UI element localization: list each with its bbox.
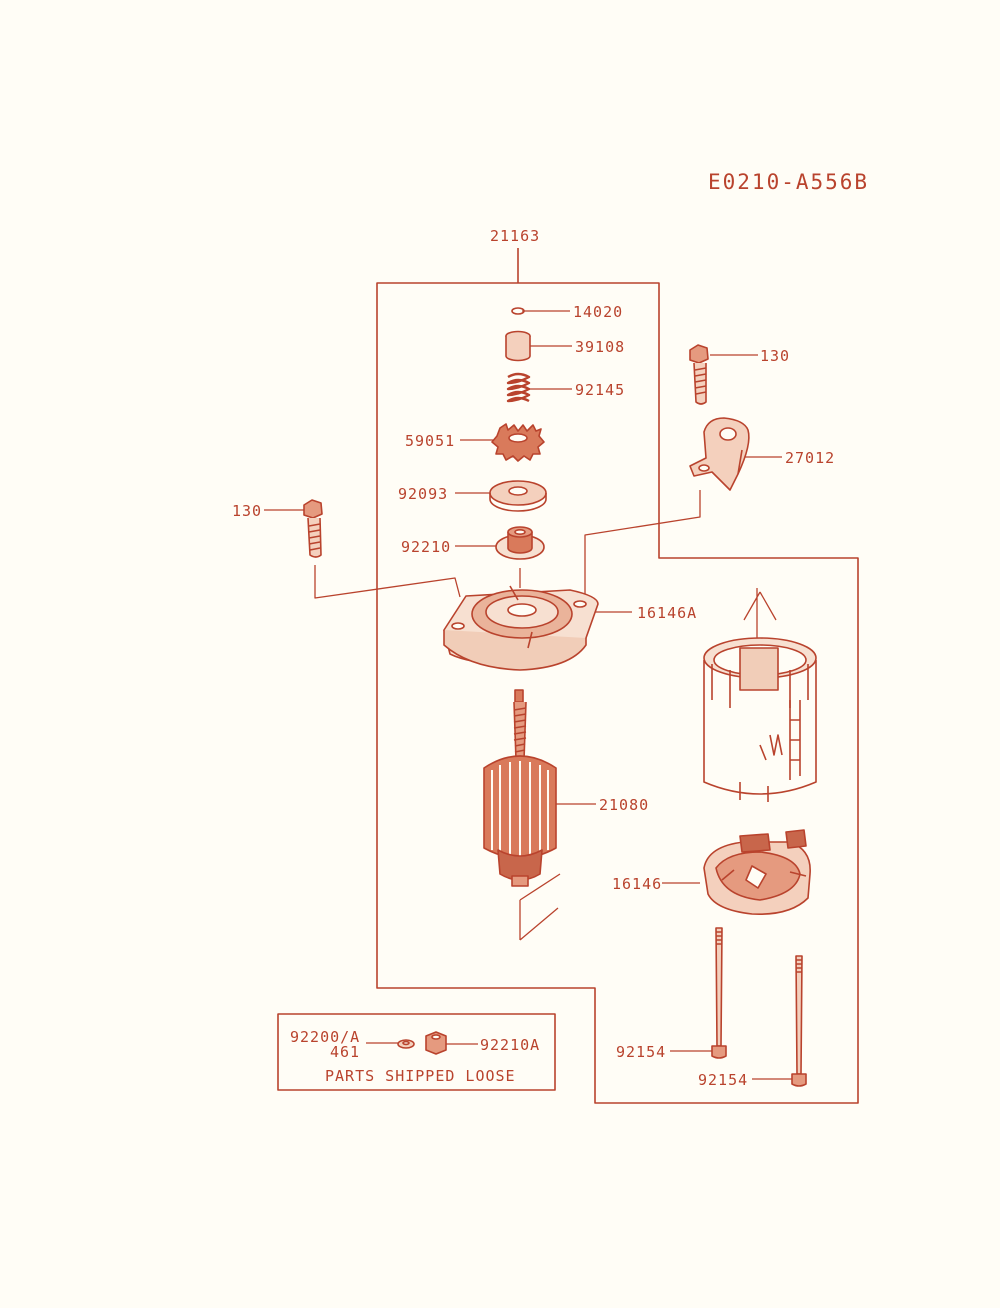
label-14020: 14020 [573, 303, 624, 321]
loose-label-92210a: 92210A [480, 1036, 541, 1054]
loose-label-461: 461 [330, 1043, 361, 1061]
part-92154-bolt-a [711, 927, 727, 1059]
loose-label-92200a: 92200/A [290, 1028, 361, 1046]
part-130-bolt-right [689, 344, 709, 405]
label-27012: 27012 [785, 449, 836, 467]
part-39108-collar [505, 330, 531, 362]
label-16146: 16146 [612, 875, 663, 893]
part-14020-washer [511, 307, 525, 315]
label-16146A: 16146A [637, 604, 698, 622]
label-21080: 21080 [599, 796, 650, 814]
label-39108: 39108 [575, 338, 626, 356]
part-92154-bolt-b [791, 955, 807, 1087]
diagram-code: E0210-A556B [708, 170, 870, 194]
loose-leaders [366, 1042, 478, 1045]
label-130-right: 130 [760, 347, 791, 365]
label-92154-b: 92154 [698, 1071, 749, 1089]
label-92210: 92210 [401, 538, 452, 556]
label-92145: 92145 [575, 381, 626, 399]
part-yoke-cylinder [703, 637, 817, 802]
loose-caption: PARTS SHIPPED LOOSE [325, 1067, 516, 1085]
part-92210-nut [495, 526, 545, 560]
part-130-bolt-left [303, 499, 323, 558]
label-92093: 92093 [398, 485, 449, 503]
part-27012-bracket [689, 417, 750, 491]
label-130-left: 130 [232, 502, 263, 520]
leader-lines [264, 310, 797, 1080]
loose-parts-box [277, 1013, 556, 1091]
label-21163: 21163 [490, 227, 541, 245]
part-461-washer [397, 1039, 415, 1049]
part-59051-gear [491, 423, 545, 462]
part-92145-spring [506, 372, 531, 403]
label-92154-a: 92154 [616, 1043, 667, 1061]
part-16146A-housing [443, 585, 599, 671]
part-16146-brush-holder [703, 829, 811, 915]
label-59051: 59051 [405, 432, 456, 450]
part-92210A-nut [425, 1031, 447, 1055]
part-21080-armature [483, 689, 557, 887]
assembly-outline [376, 248, 859, 1104]
part-92093-washer [489, 480, 547, 512]
